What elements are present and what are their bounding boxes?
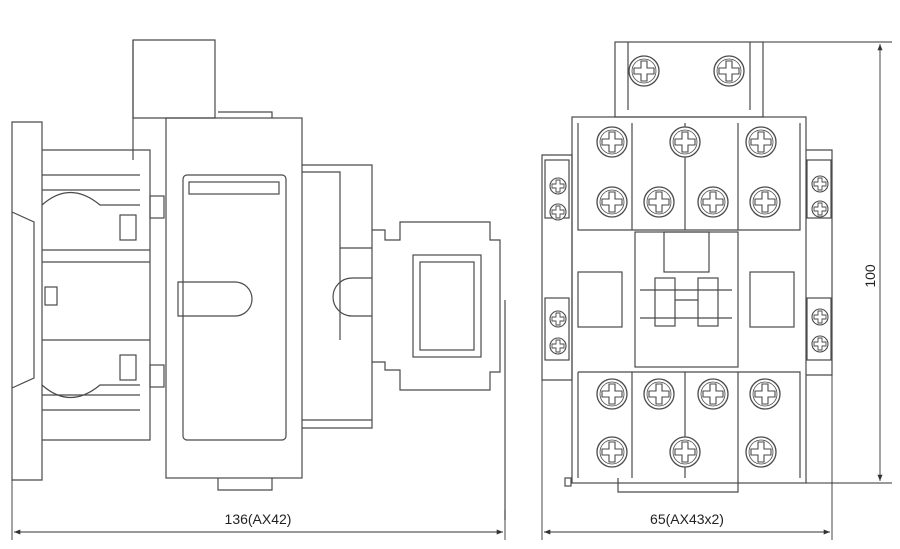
front-height-label: 100 [862,264,878,288]
side-view [11,39,506,520]
side-width-dimension: 136(AX42) [11,480,506,540]
front-height-dimension: 100 [763,41,892,484]
front-view [541,41,833,493]
front-width-label: 65(AX43x2) [650,511,724,527]
side-width-label: 136(AX42) [225,511,292,527]
front-width-dimension: 65(AX43x2) [541,375,833,540]
